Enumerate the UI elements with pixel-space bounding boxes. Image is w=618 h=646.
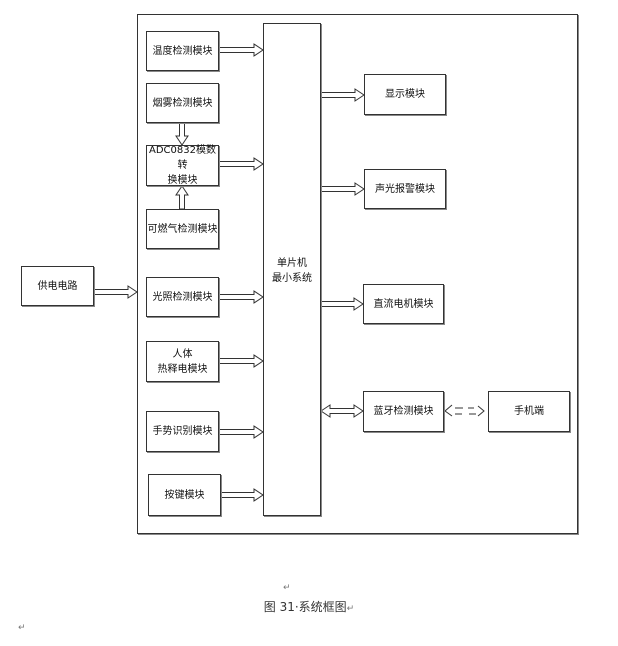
- phone-block: 手机端: [488, 391, 570, 432]
- gesture-module: 手势识别模块: [146, 411, 219, 452]
- pir-module: 人体 热释电模块: [146, 341, 219, 382]
- arrow-power-to-system: [93, 285, 138, 299]
- arrow-mcu-to-motor: [320, 297, 364, 311]
- arrow-gas-to-adc: [175, 185, 189, 210]
- temperature-module: 温度检测模块: [146, 31, 219, 71]
- wireless-link-bluetooth-phone: [444, 404, 485, 417]
- adc-module: ADC0832模数转 换模块: [146, 145, 219, 186]
- power-supply-block: 供电电路: [21, 266, 94, 306]
- paragraph-mark: ↵: [18, 623, 26, 633]
- arrow-adc-to-mcu: [218, 157, 264, 171]
- arrow-gesture-to-mcu: [218, 425, 264, 439]
- gas-module: 可燃气检测模块: [146, 209, 219, 249]
- paragraph-mark: ↵: [346, 604, 355, 614]
- figure-caption: 图 31·系统框图↵: [0, 598, 618, 615]
- arrow-temp-to-mcu: [218, 43, 264, 57]
- arrow-mcu-to-alarm: [320, 182, 365, 196]
- display-module: 显示模块: [364, 74, 446, 115]
- smoke-module: 烟雾检测模块: [146, 83, 219, 123]
- dc-motor-module: 直流电机模块: [363, 284, 444, 324]
- paragraph-mark: ↵: [283, 583, 291, 593]
- arrow-mcu-to-display: [320, 88, 365, 102]
- system-boundary: [137, 14, 578, 534]
- arrow-light-to-mcu: [218, 290, 264, 304]
- caption-text: 图 31·系统框图: [263, 600, 347, 614]
- light-module: 光照检测模块: [146, 277, 219, 317]
- mcu-block: 单片机 最小系统: [263, 23, 321, 516]
- bluetooth-module: 蓝牙检测模块: [363, 391, 444, 432]
- arrow-pir-to-mcu: [218, 354, 264, 368]
- alarm-module: 声光报警模块: [364, 169, 446, 209]
- arrow-smoke-to-adc: [175, 122, 189, 146]
- key-module: 按键模块: [148, 474, 221, 516]
- arrow-key-to-mcu: [220, 488, 264, 502]
